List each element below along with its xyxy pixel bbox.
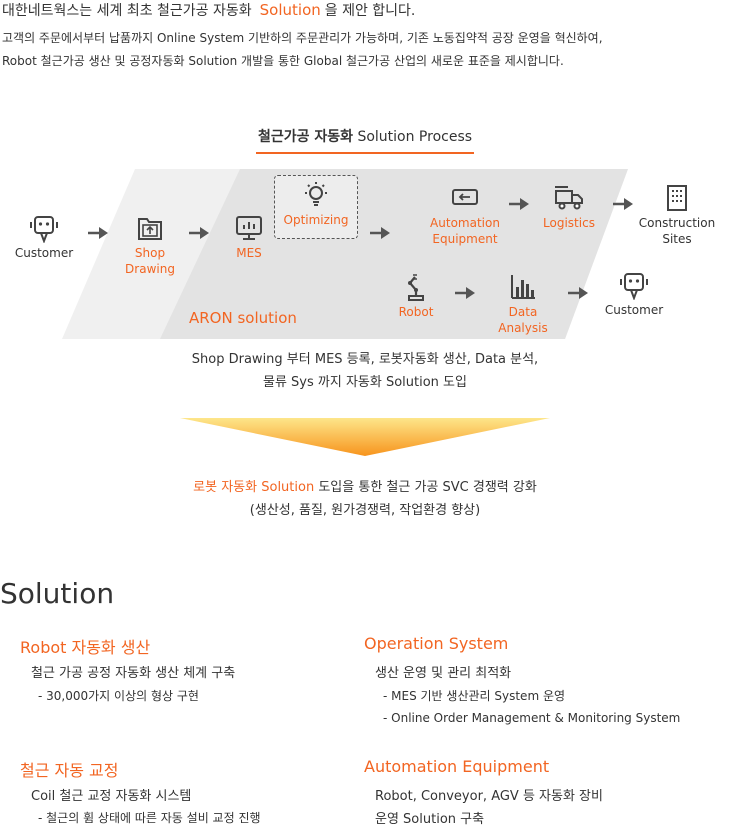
intro-headline-highlight: Solution	[259, 1, 321, 19]
monitor-chart-icon	[236, 216, 262, 240]
intro-headline-suffix: 을 제안 합니다.	[324, 3, 416, 19]
shop-drawing-label-2: Drawing	[125, 262, 175, 276]
arrow-right-icon	[88, 227, 108, 239]
result-rest: 도입을 통한 철근 가공 SVC 경쟁력 강화	[318, 480, 537, 495]
arrow-right-icon	[370, 227, 390, 239]
mes-label: MES	[236, 246, 262, 260]
intro-headline-prefix: 대한네트웍스는 세계 최초 철근가공 자동화	[2, 3, 252, 19]
arrow-right-icon	[189, 227, 209, 239]
customer-right-label: Customer	[604, 303, 664, 317]
shop-drawing-label-1: Shop	[134, 246, 166, 260]
process-title: 철근가공 자동화 Solution Process	[0, 126, 730, 154]
solution-heading: Solution	[0, 577, 115, 610]
solution-operation-title: Operation System	[364, 634, 509, 653]
data-label-1: Data	[508, 305, 538, 319]
arrow-right-icon	[613, 198, 633, 210]
automation-label-2: Equipment	[432, 232, 498, 246]
solution-robot-title: Robot 자동화 생산	[20, 638, 151, 657]
customer-icon	[30, 216, 58, 243]
solution-straighten-sub-1: - 철근의 휨 상태에 따른 자동 설비 교정 진행	[38, 811, 261, 825]
down-arrow-shape	[180, 418, 550, 456]
customer-left-label: Customer	[14, 246, 74, 260]
arrow-right-icon	[568, 287, 588, 299]
lightbulb-icon	[305, 182, 327, 206]
solution-straighten-title: 철근 자동 교정	[20, 761, 119, 780]
process-caption-line-1: Shop Drawing 부터 MES 등록, 로봇자동화 생산, Data 분…	[191, 352, 539, 367]
optimizing-box	[274, 175, 358, 239]
arrow-right-icon	[455, 287, 475, 299]
solution-robot-desc: 철근 가공 공정 자동화 생산 체계 구축	[31, 666, 236, 681]
truck-icon	[555, 186, 583, 210]
intro-line-3: Robot 철근가공 생산 및 공정자동화 Solution 개발을 통한 Gl…	[2, 54, 564, 68]
solution-operation-desc: 생산 운영 및 관리 최적화	[375, 666, 512, 681]
data-label-2: Analysis	[498, 321, 548, 335]
solution-operation-sub-1: - MES 기반 생산관리 System 운영	[383, 689, 566, 703]
node-automation-equipment: Automation Equipment	[425, 183, 505, 247]
process-title-rest: Solution Process	[357, 129, 473, 145]
document-upload-icon	[138, 218, 162, 240]
node-optimizing: Optimizing	[276, 180, 356, 228]
arrow-right-icon	[509, 198, 529, 210]
solution-automation-title: Automation Equipment	[364, 757, 550, 776]
aron-solution-label: ARON solution	[189, 309, 297, 327]
customer-icon	[620, 273, 648, 300]
process-title-bold: 철근가공 자동화	[257, 129, 353, 145]
result-highlight: 로봇 자동화 Solution	[193, 480, 315, 495]
process-caption-line-2: 물류 Sys 까지 자동화 Solution 도입	[263, 375, 467, 390]
building-icon	[667, 185, 687, 211]
node-robot: Robot	[388, 272, 444, 320]
node-mes: MES	[219, 213, 279, 261]
construction-label-1: Construction	[638, 216, 716, 230]
solution-operation-sub-2: - Online Order Management & Monitoring S…	[383, 711, 681, 725]
automation-label-1: Automation	[430, 216, 500, 230]
node-logistics: Logistics	[538, 183, 600, 231]
solution-automation-desc: Robot, Conveyor, AGV 등 자동화 장비	[375, 789, 603, 804]
robot-label: Robot	[398, 305, 434, 319]
robot-arm-icon	[408, 274, 424, 301]
node-customer-right: Customer	[599, 270, 669, 318]
result-line-1: 로봇 자동화 Solution 도입을 통한 철근 가공 SVC 경쟁력 강화	[0, 476, 730, 495]
logistics-label: Logistics	[543, 216, 595, 230]
node-customer-left: Customer	[8, 213, 80, 261]
solution-straighten-desc: Coil 철근 교정 자동화 시스템	[31, 789, 192, 804]
bar-chart-icon	[511, 275, 535, 299]
node-shop-drawing: Shop Drawing	[116, 213, 184, 277]
construction-label-2: Sites	[662, 232, 692, 246]
node-data-analysis: Data Analysis	[490, 272, 556, 336]
node-construction-sites: Construction Sites	[632, 183, 722, 247]
intro-line-2: 고객의 주문에서부터 납품까지 Online System 기반하의 주문관리가…	[2, 31, 603, 45]
machine-icon	[452, 189, 478, 205]
optimizing-label: Optimizing	[283, 213, 349, 227]
solution-automation-sub-1: 운영 Solution 구축	[375, 812, 485, 825]
result-line-2: (생산성, 품질, 원가경쟁력, 작업환경 향상)	[249, 503, 481, 518]
solution-robot-sub-1: - 30,000가지 이상의 형상 구현	[38, 689, 199, 703]
